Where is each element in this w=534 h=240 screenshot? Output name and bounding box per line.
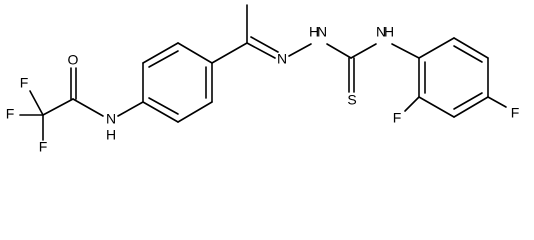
bond-n-nh	[288, 43, 312, 57]
bond-nh-thiocarbonyl	[326, 43, 352, 59]
atom-imine-nitrogen: N	[277, 51, 287, 67]
atom-fluorine-para: F	[511, 105, 520, 121]
bond-nh-ring	[117, 101, 144, 117]
atom-amide-nitrogen: N	[106, 111, 116, 127]
ring1-bond-6	[142, 101, 179, 123]
atom-sulfur: S	[347, 92, 356, 108]
bond-c-n-double-1	[246, 42, 276, 59]
atom-oxygen: O	[68, 52, 79, 68]
ring1-bond-2	[142, 42, 179, 64]
ring2-inner-bond-1	[453, 45, 483, 63]
ring2-bond-1	[418, 37, 455, 59]
atom-hydrazone-nitrogen: N	[317, 24, 327, 40]
ring1-inner-bond-3	[148, 97, 179, 115]
atom-thioamide-nitrogen: N	[376, 24, 386, 40]
ring2-bond-2	[453, 37, 489, 59]
bond-ring2-f-para	[487, 96, 507, 108]
bonds	[19, 4, 507, 141]
ring2-inner-bond-2	[453, 92, 483, 110]
ring2-bond-5	[418, 96, 455, 118]
atom-amide-hydrogen: H	[106, 127, 116, 143]
atom-fluorine-ortho: F	[393, 110, 402, 126]
ring2-bond-4	[453, 96, 489, 118]
atom-fluorine-top: F	[20, 75, 29, 91]
ring1-bond-5	[177, 101, 213, 123]
atom-thioamide-hydrogen: H	[384, 24, 394, 40]
bond-nh-ring2	[391, 43, 420, 59]
atom-hydrazone-hydrogen: H	[309, 24, 319, 40]
bond-cf3-f-top	[29, 90, 44, 116]
atom-fluorine-left: F	[6, 106, 15, 122]
bond-carbonyl-nh	[72, 98, 104, 117]
ring1-inner-bond-1	[148, 50, 179, 68]
ring1-bond-3	[177, 42, 213, 64]
bond-cf3-carbonyl	[42, 98, 74, 116]
bond-ring-imine-carbon	[211, 42, 248, 64]
bond-ring2-f-ortho	[404, 96, 420, 112]
bond-c-n-double-2	[250, 36, 279, 53]
atom-labels: O N H F F F N H N S N H F F	[6, 24, 520, 155]
bond-thiocarbonyl-nh	[350, 43, 377, 59]
atom-fluorine-bottom: F	[39, 139, 48, 155]
chemical-structure-diagram: O N H F F F N H N S N H F F	[6, 4, 520, 155]
